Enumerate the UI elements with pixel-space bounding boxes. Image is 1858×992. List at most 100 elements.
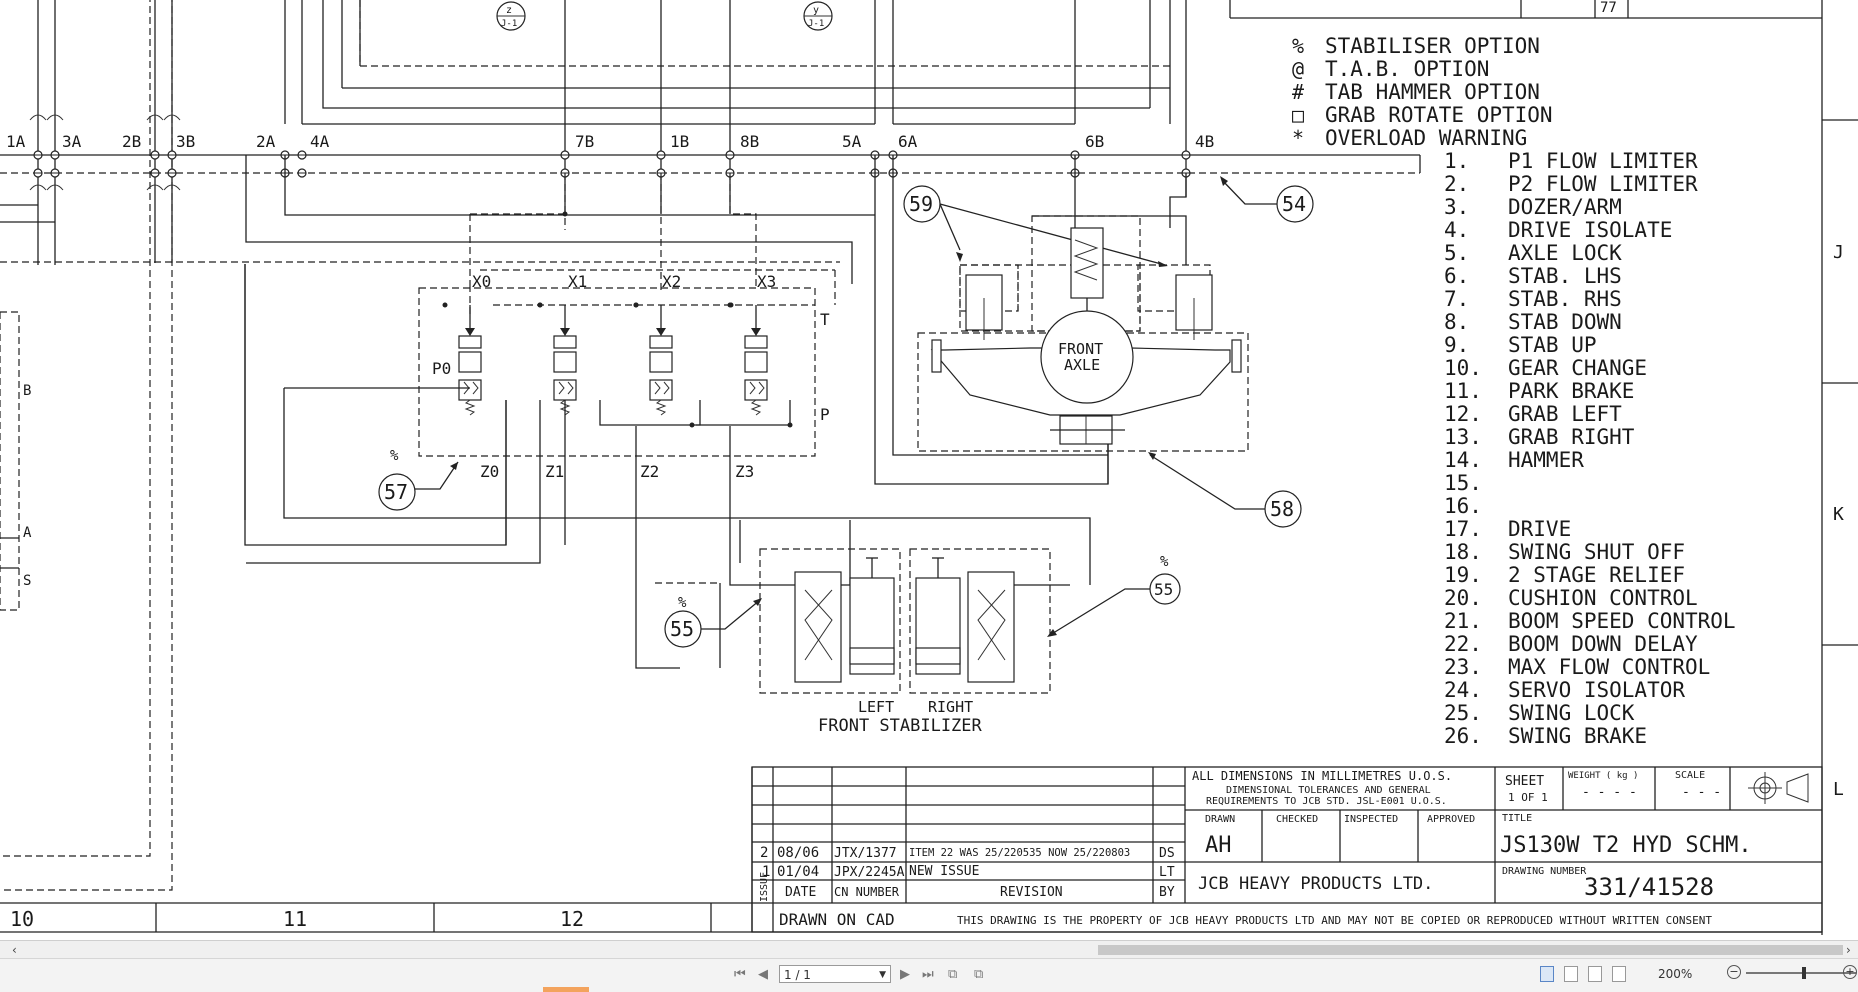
spool-spring [655, 399, 667, 416]
drawn-value: AH [1205, 833, 1232, 858]
valve-p-label: P [820, 405, 830, 424]
grid-row-k: K [1833, 504, 1844, 525]
rev2-revision: ITEM 22 WAS 25/220535 NOW 25/220803 [909, 847, 1130, 859]
crossover-hop [146, 184, 164, 191]
scroll-left-icon[interactable]: ‹ [12, 943, 17, 957]
scroll-thumb[interactable] [1098, 945, 1843, 955]
legend-symbol: @ [1292, 57, 1304, 81]
rev1-by: LT [1159, 865, 1175, 880]
port-label-3a: 3A [62, 132, 82, 151]
projection-symbol-icon [1748, 772, 1809, 804]
continuous-view-icon[interactable] [1564, 966, 1578, 982]
function-label: CUSHION CONTROL [1508, 586, 1698, 610]
valve-drain-z1: Z1 [545, 462, 564, 481]
continuous-facing-view-icon[interactable] [1612, 966, 1626, 982]
function-number: 25. [1444, 701, 1482, 725]
scroll-right-icon[interactable]: › [1846, 943, 1851, 957]
axle-label-line1: FRONT [1058, 340, 1103, 358]
callout-57: 57 [384, 480, 408, 504]
function-number: 21. [1444, 609, 1482, 633]
spool-body-lower [744, 379, 768, 401]
rev2-cn: JTX/1377 [834, 846, 897, 861]
function-number: 20. [1444, 586, 1482, 610]
drawing-number-label: DRAWING NUMBER [1502, 866, 1587, 877]
copy-page-icon[interactable]: ⧉ [948, 967, 958, 982]
port-label-7b: 7B [575, 132, 594, 151]
function-label: AXLE LOCK [1508, 241, 1622, 265]
dims-note-1: ALL DIMENSIONS IN MILLIMETRES U.O.S. [1192, 769, 1452, 783]
horizontal-scrollbar[interactable]: ‹ › [0, 940, 1858, 959]
rev1-cn: JPX/2245A [834, 865, 905, 880]
last-page-icon[interactable]: ⏭ [922, 967, 934, 982]
stabilizer-right-label: RIGHT [928, 698, 973, 716]
valve-option-mark: % [390, 448, 399, 464]
function-label: STAB DOWN [1508, 310, 1622, 334]
valve-pilot-x3: X3 [757, 272, 776, 291]
hydraulic-schematic: J K L 10 11 12 77 B A S z J-1 [0, 0, 1858, 935]
page-number-field[interactable]: 1 / 1 ▼ [779, 965, 891, 983]
function-label: GRAB RIGHT [1508, 425, 1635, 449]
first-page-icon[interactable]: ⏮ [734, 967, 746, 982]
taskbar-indicator [543, 987, 589, 992]
valve-t-label: T [820, 310, 830, 329]
crossover-hop [29, 114, 47, 121]
rev2-date: 08/06 [777, 845, 819, 861]
function-label: BOOM SPEED CONTROL [1508, 609, 1736, 633]
valve-pilot-x1: X1 [568, 272, 587, 291]
zoom-in-icon[interactable]: + [1843, 965, 1857, 979]
grid-row-j: J [1833, 242, 1844, 263]
facing-view-icon[interactable] [1588, 966, 1602, 982]
line-junction [727, 302, 733, 308]
function-label: DRIVE [1508, 517, 1571, 541]
function-label: BOOM DOWN DELAY [1508, 632, 1698, 656]
control-valve-block [418, 287, 816, 457]
crossover-hop [163, 114, 181, 121]
function-number: 9. [1444, 333, 1469, 357]
zoom-level: 200% [1658, 967, 1693, 981]
grid-col-10: 10 [10, 907, 34, 931]
rev1-revision: NEW ISSUE [909, 864, 979, 879]
function-number: 3. [1444, 195, 1469, 219]
connector-y-top: y [813, 5, 819, 16]
spool-spring [750, 399, 762, 416]
function-number: 17. [1444, 517, 1482, 541]
rev1-date: 01/04 [777, 864, 819, 880]
spool-cap [744, 335, 768, 349]
function-label: MAX FLOW CONTROL [1508, 655, 1710, 679]
zoom-slider-knob[interactable] [1802, 967, 1806, 979]
legend-symbol: * [1292, 126, 1304, 150]
side-letter-s: S [23, 573, 31, 589]
grid-row-l: L [1833, 779, 1844, 800]
legend-label: T.A.B. OPTION [1325, 57, 1489, 81]
drawing-number: 331/41528 [1584, 873, 1714, 901]
zoom-out-icon[interactable]: − [1727, 965, 1741, 979]
next-page-icon[interactable]: ▶ [900, 967, 910, 982]
line-junction [633, 302, 639, 308]
line-junction [537, 302, 543, 308]
scale-label: SCALE [1675, 770, 1705, 781]
function-number: 22. [1444, 632, 1482, 656]
prev-page-icon[interactable]: ◀ [758, 967, 768, 982]
valve-p0-label: P0 [432, 359, 451, 378]
function-number: 24. [1444, 678, 1482, 702]
callout-54: 54 [1282, 192, 1306, 216]
spool-flow-mark [558, 381, 574, 395]
front-axle-hub [1040, 310, 1134, 404]
spool-flow-mark [749, 381, 765, 395]
title-block: ALL DIMENSIONS IN MILLIMETRES U.O.S. DIM… [751, 766, 1823, 933]
port-label-1a: 1A [6, 132, 26, 151]
function-label: SERVO ISOLATOR [1508, 678, 1685, 702]
legend-symbol: □ [1292, 103, 1304, 127]
zoom-slider[interactable] [1746, 967, 1856, 979]
callout-55-right-option: % [1160, 554, 1169, 570]
rev1-issue: 1 [762, 864, 770, 880]
function-number: 15. [1444, 471, 1482, 495]
port-label-6a: 6A [898, 132, 918, 151]
single-page-view-icon[interactable] [1540, 966, 1554, 982]
paste-page-icon[interactable]: ⧉ [974, 967, 984, 982]
company-name: JCB HEAVY PRODUCTS LTD. [1198, 874, 1433, 894]
page-number-value: 1 / 1 [784, 968, 811, 982]
spool-arrow [465, 328, 475, 336]
function-label: HAMMER [1508, 448, 1584, 472]
function-label: STAB UP [1508, 333, 1597, 357]
